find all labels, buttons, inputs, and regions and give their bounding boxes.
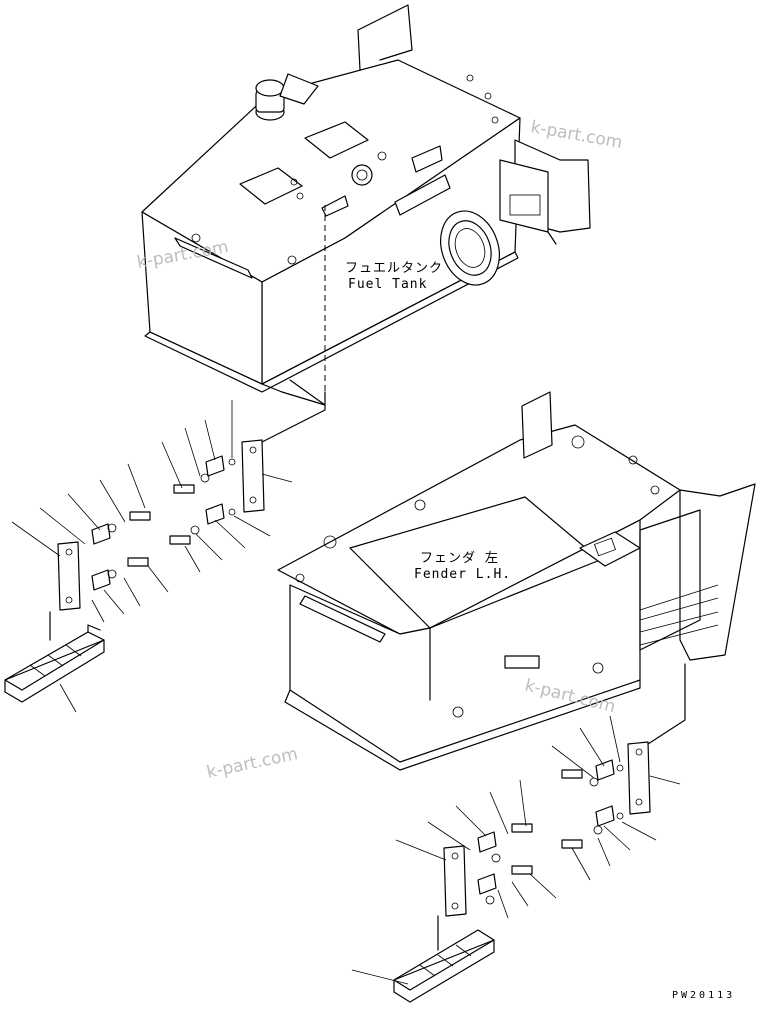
fender-lh bbox=[277, 391, 756, 771]
fuel-tank-label-en: Fuel Tank bbox=[348, 277, 427, 292]
fuel-tank-label-jp: フュエルタンク bbox=[345, 261, 443, 276]
fender-label-en: Fender L.H. bbox=[414, 567, 511, 582]
watermark-4: k-part.com bbox=[205, 744, 300, 783]
drawing-code: PW20113 bbox=[672, 990, 735, 1001]
watermark-1: k-part.com bbox=[529, 117, 624, 153]
callout-lines bbox=[11, 400, 681, 985]
step-bracket-set-lower bbox=[393, 663, 686, 1003]
step-bracket-set-upper bbox=[4, 439, 265, 703]
fuel-tank bbox=[141, 4, 591, 406]
fender-label-jp: フェンダ 左 bbox=[420, 551, 499, 566]
